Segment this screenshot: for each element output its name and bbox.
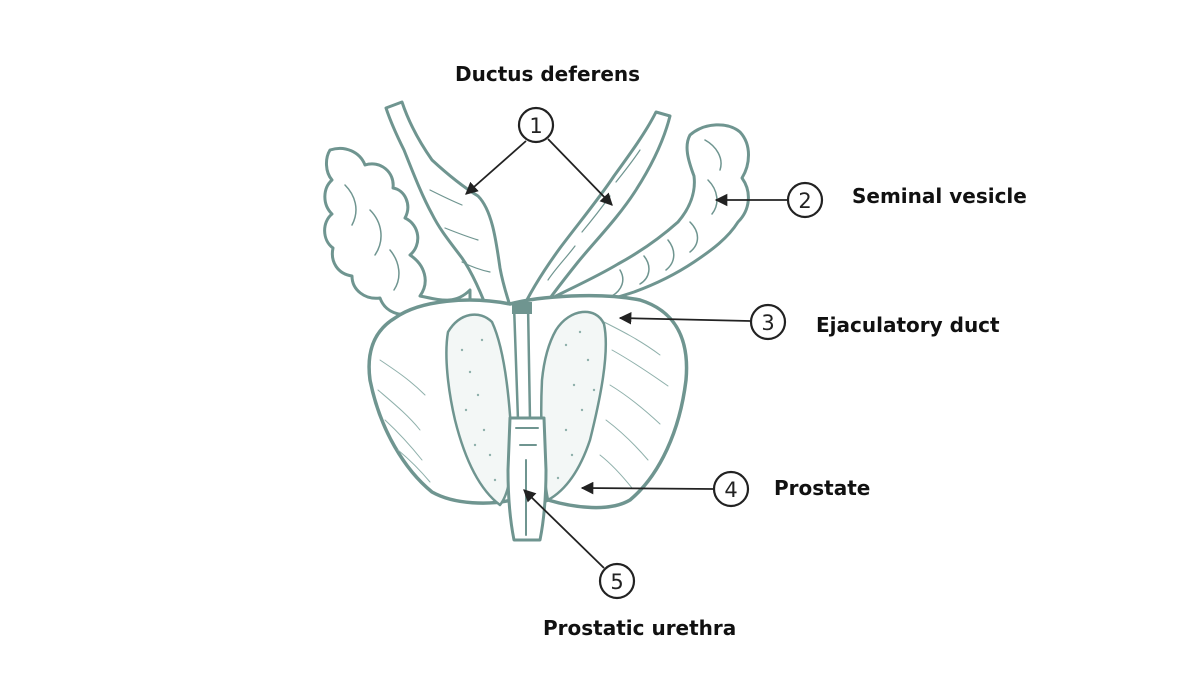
callout-number-3: 3 bbox=[761, 311, 774, 335]
right-seminal-vesicle bbox=[554, 123, 750, 314]
label-ductus-deferens: Ductus deferens bbox=[455, 62, 641, 86]
callout-number-2: 2 bbox=[798, 189, 811, 213]
illustration bbox=[323, 100, 750, 542]
callout-arrow-3 bbox=[618, 311, 751, 325]
callout-numbers: 1 2 3 4 5 bbox=[529, 114, 811, 594]
label-prostate: Prostate bbox=[774, 476, 871, 500]
callout-circle-3 bbox=[749, 303, 787, 341]
callout-circle-2 bbox=[786, 181, 824, 219]
callout-circle-5 bbox=[598, 562, 636, 600]
callout-arrow-1b bbox=[547, 138, 613, 206]
callout-arrow-4 bbox=[580, 481, 714, 495]
label-seminal-vesicle: Seminal vesicle bbox=[852, 184, 1027, 208]
callout-arrow-1a bbox=[465, 140, 527, 195]
label-prostatic-urethra: Prostatic urethra bbox=[543, 616, 737, 640]
callout-number-4: 4 bbox=[724, 478, 737, 502]
callout-circle-1 bbox=[517, 106, 555, 144]
callouts bbox=[465, 106, 824, 600]
label-ejaculatory-duct: Ejaculatory duct bbox=[816, 313, 1000, 337]
right-ejaculatory-region bbox=[540, 310, 608, 502]
callout-number-5: 5 bbox=[610, 570, 623, 594]
callout-arrow-5 bbox=[523, 489, 605, 569]
callout-number-1: 1 bbox=[529, 114, 542, 138]
callout-circle-4 bbox=[712, 470, 750, 508]
